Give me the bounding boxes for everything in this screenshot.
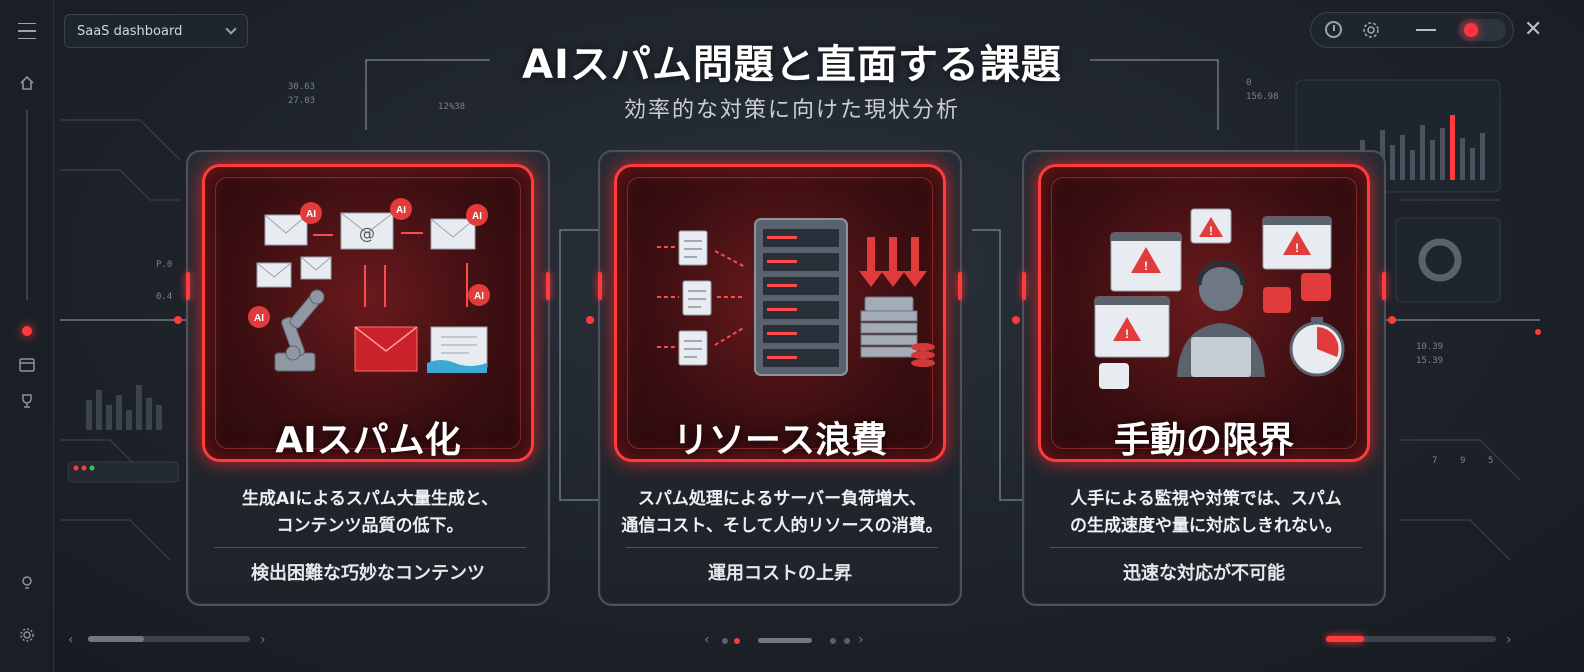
edge-glow [1382, 272, 1386, 300]
scroll-right-icon[interactable]: › [260, 632, 266, 648]
svg-text:AI: AI [306, 209, 316, 220]
card-footer: 運用コストの上昇 [708, 563, 852, 584]
card-description-line: コンテンツ品質の低下。 [276, 516, 464, 536]
page-title: AIスパム問題と直面する課題 [522, 42, 1062, 88]
svg-text:!: ! [1125, 327, 1129, 341]
svg-text:AI: AI [472, 211, 482, 222]
rail-divider [26, 110, 28, 300]
page-dot[interactable] [722, 638, 728, 644]
card-title: 手動の限界 [1113, 420, 1294, 461]
svg-text:!: ! [1144, 259, 1148, 273]
close-icon[interactable]: ✕ [1524, 17, 1543, 42]
bg-readout: 12%38 [438, 102, 466, 112]
divider [626, 547, 938, 548]
edge-glow [958, 272, 962, 300]
lightbulb-icon[interactable] [14, 572, 40, 594]
page-dot[interactable] [844, 638, 850, 644]
card-ai-spam: AI AI AI AI AI @ [186, 150, 550, 606]
settings-icon[interactable] [14, 624, 40, 646]
bg-readout: 156.98 [1246, 92, 1279, 102]
resource-waste-illustration [657, 218, 935, 376]
scroll-right-icon[interactable]: › [1506, 632, 1512, 648]
home-icon[interactable] [14, 72, 40, 94]
edge-glow [186, 272, 190, 300]
card-description: 生成AIによるスパム大量生成と、 コンテンツ品質の低下。 [206, 486, 534, 540]
edge-glow [546, 272, 550, 300]
menu-icon[interactable] [14, 20, 40, 42]
scrollbar-thumb[interactable] [88, 636, 144, 642]
card-title: AIスパム化 [275, 420, 461, 461]
status-toggle[interactable] [1458, 19, 1506, 41]
card-description-line: スパム処理によるサーバー負荷増大、 [637, 489, 927, 509]
minimize-icon[interactable] [1416, 29, 1436, 31]
edge-glow [1022, 272, 1026, 300]
manual-limits-illustration: !!!! [1094, 208, 1345, 389]
page-subtitle: 効率的な対策に向けた現状分析 [623, 98, 960, 123]
bg-readout: 27.03 [288, 96, 316, 106]
svg-text:@: @ [359, 224, 375, 243]
svg-text:AI: AI [396, 205, 406, 216]
bg-readout: 10.39 [1416, 342, 1444, 352]
card-illustration-panel: AI AI AI AI AI @ [202, 164, 534, 462]
card-title: リソース浪費 [672, 420, 888, 461]
bg-readout: 0 [1246, 78, 1252, 88]
card-description-line: 通信コスト、そして人的リソースの消費。 [621, 516, 943, 536]
page-prev-icon[interactable]: ‹ [704, 632, 710, 648]
bg-readout: 5 [1488, 456, 1494, 466]
bg-readout: P.0 [156, 260, 173, 270]
svg-text:!: ! [1209, 224, 1213, 238]
page-indicator-bar [758, 638, 812, 643]
edge-glow [598, 272, 602, 300]
bg-readout: 9 [1460, 456, 1466, 466]
card-footer: 検出困難な巧妙なコンテンツ [251, 563, 485, 584]
panel-icon[interactable] [14, 354, 40, 376]
trophy-icon[interactable] [14, 390, 40, 412]
bg-readout: 0.4 [156, 292, 173, 302]
divider [214, 547, 526, 548]
bg-readout: 15.39 [1416, 356, 1444, 366]
divider [1050, 547, 1362, 548]
card-description: 人手による監視や対策では、スパム の生成速度や量に対応しきれない。 [1042, 486, 1370, 540]
horizontal-scrollbar[interactable] [1326, 636, 1496, 642]
history-icon[interactable] [1325, 21, 1345, 41]
ai-spam-illustration: AI AI AI AI AI @ [248, 198, 490, 373]
scroll-left-icon[interactable]: ‹ [68, 632, 74, 648]
horizontal-scrollbar[interactable] [88, 636, 250, 642]
card-description: スパム処理によるサーバー負荷増大、 通信コスト、そして人的リソースの消費。 [618, 486, 946, 540]
active-indicator [22, 326, 32, 336]
workspace-dropdown[interactable]: SaaS dashboard [64, 14, 248, 48]
card-description-line: 人手による監視や対策では、スパム [1070, 489, 1342, 509]
card-description-line: の生成速度や量に対応しきれない。 [1070, 516, 1342, 536]
scrollbar-thumb[interactable] [1326, 636, 1364, 642]
svg-text:AI: AI [474, 291, 484, 302]
left-rail [0, 0, 54, 672]
card-illustration-panel: !!!! 手動の限界 [1038, 164, 1370, 462]
svg-text:AI: AI [254, 313, 264, 324]
bg-readout: 30.63 [288, 82, 316, 92]
bg-readout: 7 [1432, 456, 1438, 466]
card-resource-waste: リソース浪費 スパム処理によるサーバー負荷増大、 通信コスト、そして人的リソース… [598, 150, 962, 606]
workspace-dropdown-label: SaaS dashboard [77, 23, 183, 39]
card-footer: 迅速な対応が不可能 [1123, 563, 1285, 584]
card-illustration-panel: リソース浪費 [614, 164, 946, 462]
settings-icon[interactable] [1361, 21, 1381, 41]
svg-text:!: ! [1295, 241, 1299, 255]
page-dot[interactable] [830, 638, 836, 644]
card-description-line: 生成AIによるスパム大量生成と、 [241, 489, 499, 509]
page-dot-active[interactable] [734, 638, 740, 644]
card-manual-limits: !!!! 手動の限界 人手による監視や対策では、スパム の生成速度や量に対応し [1022, 150, 1386, 606]
page-next-icon[interactable]: › [858, 632, 864, 648]
